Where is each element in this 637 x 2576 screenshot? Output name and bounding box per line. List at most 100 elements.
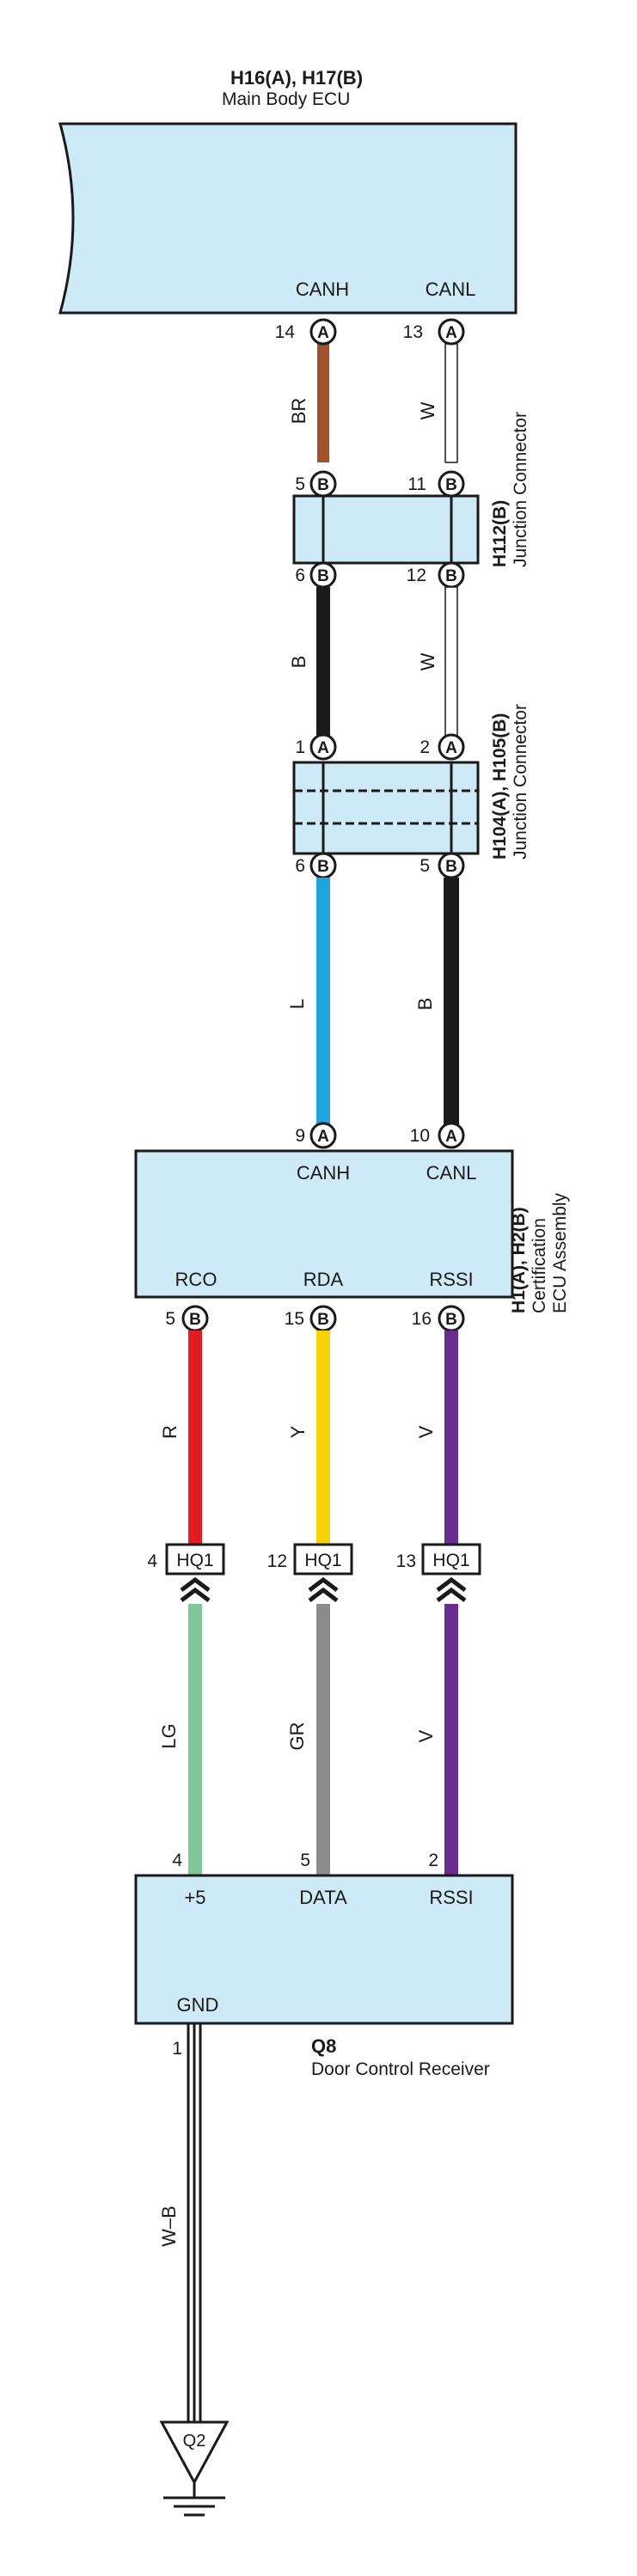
cert-pin-5-number: 5 xyxy=(165,1309,175,1329)
wire-label-v-upper: V xyxy=(415,1425,437,1438)
h104-pin-1-conn: A xyxy=(317,739,329,757)
wire-b-low xyxy=(444,878,459,1135)
main-body-ecu-code: H16(A), H17(B) xyxy=(230,67,363,89)
wire-label-w-b: W–B xyxy=(158,2206,180,2247)
cert-pin-10-number: 10 xyxy=(410,1126,430,1146)
cert-term-rco: RCO xyxy=(175,1269,217,1290)
hq1-connector-left: 4 HQ1 xyxy=(147,1543,225,1602)
h104-pin-2-number: 2 xyxy=(420,737,430,757)
cert-ecu-name-line2: ECU Assembly xyxy=(550,1192,570,1313)
h104-pin-2-conn: A xyxy=(445,739,457,757)
cert-pin-16-number: 16 xyxy=(412,1309,432,1329)
cert-pin-16-conn: B xyxy=(445,1311,457,1329)
wire-label-b-mid: B xyxy=(288,656,309,669)
h104-name: Junction Connector xyxy=(511,704,530,860)
h112-code: H112(B) xyxy=(490,500,510,567)
h112-pin-5-number: 5 xyxy=(295,474,305,494)
recv-pin-5-number: 5 xyxy=(300,1851,310,1870)
wire-w-mid xyxy=(444,586,458,741)
wire-label-l: L xyxy=(286,999,308,1009)
h104-box xyxy=(292,761,480,855)
h104-pin-5-number: 5 xyxy=(420,856,430,876)
hq1-left-chevron-icon xyxy=(180,1576,211,1602)
cert-term-rda: RDA xyxy=(303,1269,344,1290)
hq1-pin-4-number: 4 xyxy=(147,1551,157,1571)
h104-pin-1-number: 1 xyxy=(295,737,305,757)
hq1-left-box xyxy=(165,1543,225,1576)
recv-term-plus5: +5 xyxy=(184,1887,205,1908)
cert-term-rssi: RSSI xyxy=(429,1269,473,1290)
recv-pin-2-number: 2 xyxy=(428,1851,438,1870)
wire-label-v-lower: V xyxy=(415,1729,437,1742)
wire-w-top xyxy=(444,343,458,463)
cert-ecu-code: H1(A), H2(B) xyxy=(509,1207,529,1313)
receiver-box xyxy=(134,1874,514,2025)
cert-pin-10-conn: A xyxy=(445,1128,457,1146)
wire-v-lower xyxy=(444,1604,458,1875)
h104-pin-1-circle xyxy=(309,733,337,761)
h104-pin-6-number: 6 xyxy=(295,856,305,876)
cert-term-canh: CANH xyxy=(297,1162,350,1184)
cert-ecu-name-line1: Certification xyxy=(530,1218,549,1313)
hq1-right-chevron-icon xyxy=(436,1576,467,1602)
recv-pin-4-number: 4 xyxy=(172,1851,182,1870)
cert-pin-15-number: 15 xyxy=(285,1309,304,1329)
h112-pin-6-conn: B xyxy=(317,567,329,585)
main-body-ecu-term-canl: CANL xyxy=(426,278,476,300)
hq1-mid-box xyxy=(293,1543,353,1576)
h112-pin-6-number: 6 xyxy=(295,566,305,585)
wire-r xyxy=(188,1331,202,1544)
h112-box xyxy=(292,494,480,565)
cert-pin-5-conn: B xyxy=(189,1311,201,1329)
recv-term-rssi: RSSI xyxy=(429,1887,473,1908)
hq1-pin-12-number: 12 xyxy=(267,1551,287,1571)
cert-pin-9-conn: A xyxy=(317,1128,329,1146)
h112-pin-11-circle xyxy=(438,470,465,498)
wire-label-r: R xyxy=(159,1425,181,1439)
wire-y xyxy=(316,1331,330,1544)
h112-pin-12-number: 12 xyxy=(407,566,426,585)
hq1-mid-label: HQ1 xyxy=(304,1551,341,1570)
wire-l xyxy=(316,878,330,1135)
h112-pin-11-number: 11 xyxy=(407,474,426,494)
pin-14-circle xyxy=(309,318,337,346)
h112-pin-5-conn: B xyxy=(317,476,329,494)
pin-13-number: 13 xyxy=(403,322,423,342)
ground-triangle xyxy=(159,2420,230,2486)
hq1-right-box xyxy=(421,1543,481,1576)
cert-pin-10-circle xyxy=(438,1122,465,1149)
h104-pin-2-circle xyxy=(438,733,465,761)
hq1-connector-right: 13 HQ1 xyxy=(396,1543,481,1602)
wire-label-w-top: W xyxy=(417,401,438,419)
h104-pin-6-conn: B xyxy=(317,858,329,876)
receiver-name: Door Control Receiver xyxy=(311,2059,490,2079)
recv-pin-1-number: 1 xyxy=(172,2039,182,2059)
h104-code: H104(A), H105(B) xyxy=(490,713,510,860)
recv-term-gnd: GND xyxy=(177,1994,219,2016)
pin-14-conn: A xyxy=(317,324,329,342)
cert-term-canl: CANL xyxy=(426,1162,477,1184)
wire-label-lg: LG xyxy=(158,1723,180,1748)
wire-v-upper xyxy=(444,1331,458,1544)
main-body-ecu-box xyxy=(58,122,518,315)
wire-label-gr: GR xyxy=(286,1722,308,1751)
cert-pin-9-circle xyxy=(309,1122,337,1149)
cert-pin-15-conn: B xyxy=(317,1311,329,1329)
wire-b-mid xyxy=(316,587,330,740)
h112-name: Junction Connector xyxy=(511,412,530,567)
pin-13-circle xyxy=(438,318,465,346)
hq1-left-label: HQ1 xyxy=(176,1551,213,1570)
wire-label-b-low: B xyxy=(414,998,436,1011)
h104-pin-5-conn: B xyxy=(445,858,457,876)
wire-label-br: BR xyxy=(288,398,309,425)
h112-pin-5-circle xyxy=(309,470,337,498)
main-body-ecu-term-canh: CANH xyxy=(296,278,349,300)
ground-label: Q2 xyxy=(183,2432,206,2451)
main-body-ecu-name: Main Body ECU xyxy=(222,89,350,109)
h112-pin-12-conn: B xyxy=(445,567,457,585)
pin-13-conn: A xyxy=(445,324,457,342)
hq1-mid-chevron-icon xyxy=(308,1576,339,1602)
hq1-right-label: HQ1 xyxy=(432,1551,469,1570)
